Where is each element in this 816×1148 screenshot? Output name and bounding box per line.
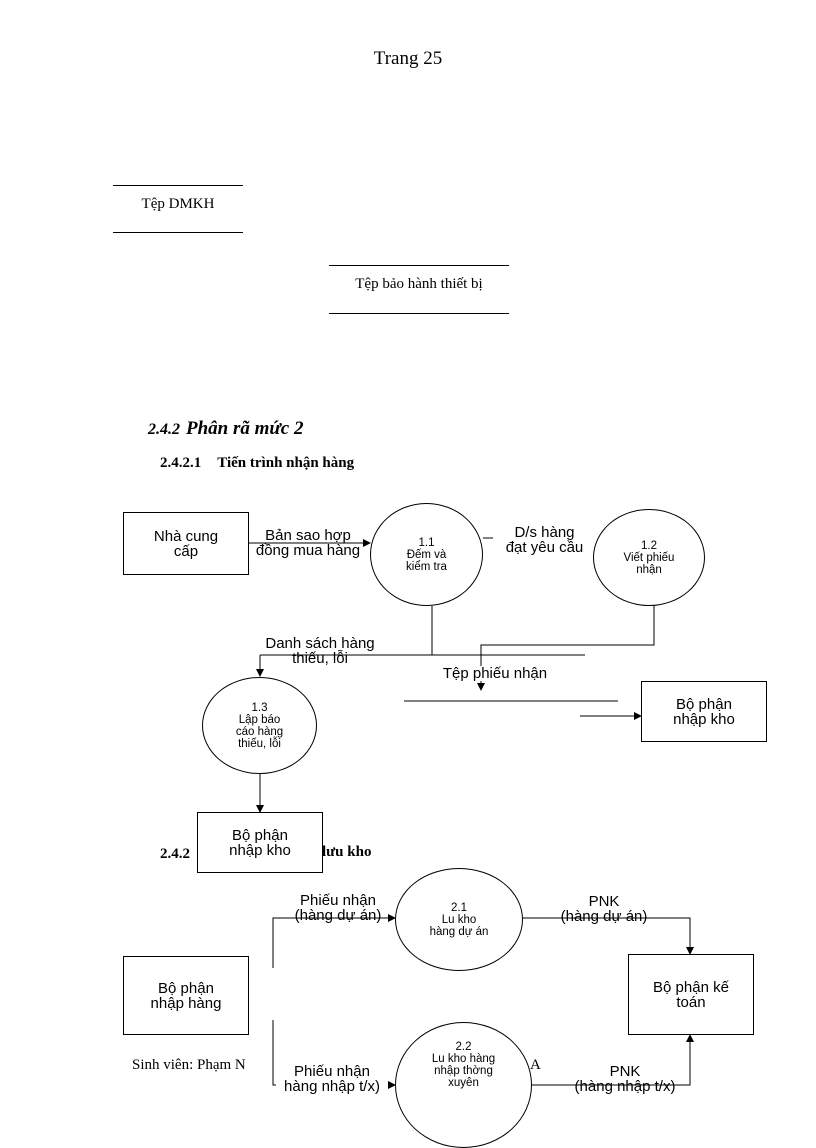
process-2-2: 2.2 Lu kho hàng nhập thờng xuyên	[395, 1022, 532, 1148]
process-1-3-id: 1.3	[251, 701, 268, 714]
process-1-2-name: Viết phiếu nhận	[623, 551, 675, 576]
process-1-1-id: 1.1	[418, 536, 435, 549]
entity-dept-accounting: Bộ phận kế toán	[628, 954, 754, 1035]
flow-pnk-project: PNK (hàng dự án)	[560, 893, 648, 925]
subsection-1-title: Tiến trình nhận hàng	[217, 455, 355, 471]
flow-contract-copy: Bản sao hợp đồng mua hàng	[255, 527, 361, 559]
arrow-p21-to-accounting	[521, 917, 694, 955]
process-1-1: 1.1 Đếm và kiểm tra	[370, 503, 483, 606]
process-1-2: 1.2 Viết phiếu nhận	[593, 509, 705, 606]
arrow-p22-to-accounting	[532, 1034, 694, 1086]
footer-student: Sinh viên: Phạm N	[132, 1057, 246, 1073]
diagram-connectors	[248, 537, 694, 1089]
footer-suffix: A	[530, 1057, 541, 1073]
process-1-1-name: Đếm và kiểm tra	[406, 548, 447, 573]
flow-receipt-regular: Phiếu nhận hàng nhập t/x)	[276, 1064, 388, 1094]
process-1-3-name: Lập báo cáo hàng thiếu, lỗi	[235, 713, 284, 750]
file-dmkh-top-line	[113, 185, 243, 186]
arrow-import-to-p21	[272, 914, 396, 968]
process-2-2-name: Lu kho hàng nhập thờng xuyên	[431, 1053, 496, 1089]
process-1-2-id: 1.2	[641, 539, 657, 552]
datastore-receipt: Tệp phiếu nhận	[430, 666, 560, 681]
flow-receipt-project: Phiếu nhận (hàng dự án)	[294, 892, 382, 924]
flow-pnk-regular: PNK (hàng nhập t/x)	[574, 1063, 676, 1095]
process-2-1: 2.1 Lu kho hàng dự án	[395, 868, 523, 971]
entity-dept-import: Bộ phận nhập hàng	[123, 956, 249, 1035]
file-baohanh-label: Tệp bảo hành thiết bị	[355, 276, 483, 292]
process-1-3: 1.3 Lập báo cáo hàng thiếu, lỗi	[202, 677, 317, 774]
process-2-2-id: 2.2	[455, 1041, 472, 1053]
subsection-2-title: lưu kho	[322, 844, 372, 860]
entity-dept-warehouse: Bộ phận nhập kho	[641, 681, 767, 742]
entity-dept-warehouse-2: Bộ phận nhập kho	[197, 812, 323, 873]
file-baohanh-bottom-line	[329, 313, 509, 314]
subsection-2-number: 2.4.2	[160, 846, 190, 862]
subsection-1-number: 2.4.2.1	[160, 455, 202, 471]
process-2-1-id: 2.1	[451, 901, 467, 914]
page-header: Trang 25	[373, 48, 443, 69]
file-baohanh-top-line	[329, 265, 509, 266]
process-2-1-name: Lu kho hàng dự án	[429, 913, 489, 938]
section-title: Phân rã mức 2	[186, 418, 304, 439]
file-dmkh-label: Tệp DMKH	[141, 196, 215, 212]
section-heading: 2.4.2 Phân rã mức 2	[148, 418, 303, 440]
subsection-1-heading: 2.4.2.1 Tiến trình nhận hàng	[160, 455, 354, 472]
section-number: 2.4.2	[148, 421, 180, 438]
flow-missing-list: Danh sách hàng thiếu, lỗi	[265, 635, 375, 667]
entity-supplier: Nhà cung cấp	[123, 512, 249, 575]
flow-ok-list: D/s hàng đạt yêu cầu	[505, 524, 584, 556]
file-dmkh-bottom-line	[113, 232, 243, 233]
